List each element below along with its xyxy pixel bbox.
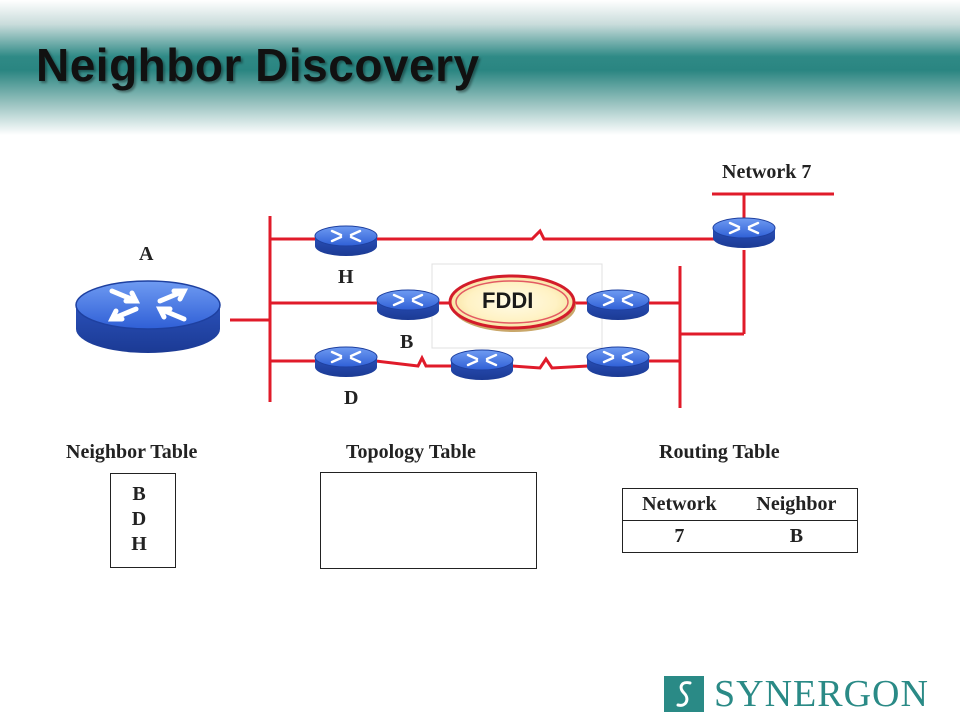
router-a-label: A: [139, 243, 154, 265]
neighbor-entry: H: [131, 533, 147, 555]
router-b-icon: [375, 288, 441, 322]
routing-cell-network: 7: [674, 525, 685, 547]
topology-table-title: Topology Table: [346, 441, 476, 463]
page-title: Neighbor Discovery: [36, 39, 480, 91]
router-icon: [585, 288, 651, 322]
routing-table-title: Routing Table: [659, 441, 780, 463]
synergon-logo: SYNERGON: [664, 673, 929, 715]
header-band: [0, 0, 960, 135]
router-icon: [585, 345, 651, 379]
fddi-label: FDDI: [482, 288, 534, 313]
fddi-ring: [431, 263, 603, 349]
routing-header-neighbor: Neighbor: [735, 488, 858, 521]
neighbor-entry: B: [132, 483, 146, 505]
synergon-mark-icon: [664, 676, 704, 712]
neighbor-table-title: Neighbor Table: [66, 441, 198, 463]
network-7-label: Network 7: [722, 161, 812, 183]
router-network7-icon: [711, 216, 777, 250]
routing-header-network: Network: [622, 488, 736, 521]
routing-cell-neighbor: B: [789, 525, 804, 547]
router-icon: [449, 348, 515, 382]
table-row: 7 B: [623, 521, 858, 553]
router-h-label: H: [338, 266, 354, 288]
neighbor-entry: D: [131, 508, 147, 530]
link-lines: [230, 192, 834, 408]
router-d-label: D: [344, 387, 359, 409]
router-h-icon: [313, 224, 379, 258]
router-b-label: B: [400, 331, 414, 353]
routing-table: Network Neighbor 7 B: [622, 488, 858, 553]
router-d-icon: [313, 345, 379, 379]
synergon-logo-text: SYNERGON: [714, 673, 929, 715]
neighbor-table: B D H: [110, 473, 176, 568]
topology-table: [320, 472, 537, 569]
router-a-icon: [75, 280, 221, 353]
